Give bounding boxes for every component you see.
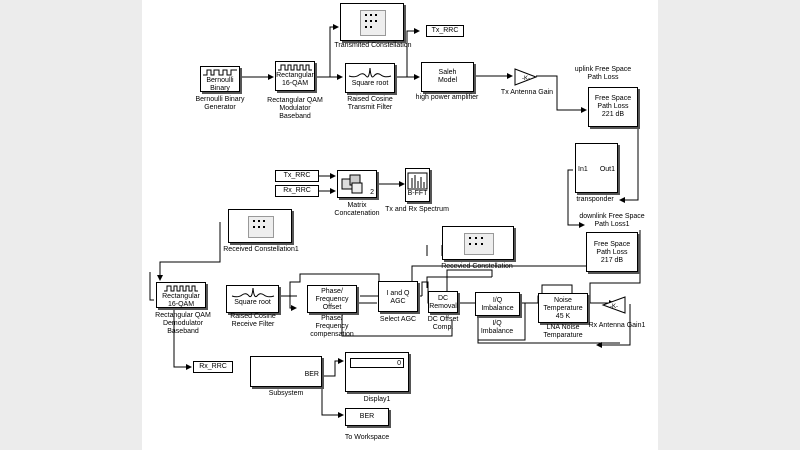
goto-tag-rx-rrc[interactable]: Rx_RRC — [193, 361, 233, 373]
spectrum-caption: Tx and Rx Spectrum — [385, 206, 449, 213]
to-workspace-block[interactable]: BER — [345, 408, 389, 426]
rx-gain-caption: Rx Antenna Gain1 — [588, 322, 646, 329]
to-workspace-caption: To Workspace — [344, 434, 390, 441]
qam-demod-caption: Rectangular QAM Demodulator Baseband — [155, 312, 211, 335]
rx-filter-label: Square root — [234, 299, 271, 306]
display-caption: Display1 — [363, 396, 391, 403]
phase-offset-caption: Phase/ Frequency compensation — [310, 315, 354, 338]
transponder-block[interactable]: In1 Out1 — [575, 143, 618, 193]
from-tag-tx-rrc[interactable]: Tx_RRC — [275, 170, 319, 182]
qam-modulator-block[interactable]: Rectangular 16-QAM — [275, 61, 315, 91]
sinc-pulse-icon — [348, 67, 392, 78]
iq-imbalance-caption: I/Q Imbalance — [480, 320, 514, 335]
goto-tag-tx-rrc[interactable]: Tx_RRC — [426, 25, 464, 37]
uplink-fspl-block[interactable]: Free Space Path Loss 221 dB — [588, 87, 638, 127]
spectrum-bars-icon — [407, 172, 428, 190]
subsystem-ber-port: BER — [304, 371, 319, 378]
agc-caption: Select AGC — [379, 316, 417, 323]
transponder-out-port: Out1 — [599, 166, 615, 173]
bernoulli-waveform-icon — [203, 69, 237, 76]
rx-gain-label: -K- — [610, 304, 618, 310]
qam-mod-label: Rectangular 16-QAM — [276, 72, 314, 87]
saleh-model-block[interactable]: Saleh Model — [421, 62, 474, 92]
rx-scope1-caption: Received Constellation1 — [223, 246, 299, 253]
constellation-icon — [247, 215, 275, 239]
noise-temp-caption: LNA Noise Temparature — [543, 324, 583, 339]
qam-mod-caption: Rectangular QAM Modulator Baseband — [267, 97, 323, 120]
bernoulli-label: Bernoulli Binary — [206, 77, 234, 92]
rx-constellation1-scope[interactable] — [228, 209, 292, 243]
tx-gain-label: -K- — [522, 76, 530, 82]
phase-offset-block[interactable]: Phase/ Frequency Offset — [307, 285, 357, 313]
rx-gain-block[interactable]: -K- — [600, 296, 626, 314]
iq-imbalance-block[interactable]: I/Q Imbalance — [475, 292, 520, 316]
uplink-caption: uplink Free Space Path Loss — [574, 66, 632, 81]
dc-removal-block[interactable]: DC Removal — [428, 291, 458, 313]
noise-temperature-block[interactable]: Noise Temperature 45 K — [538, 293, 588, 323]
transponder-caption: transponder — [576, 196, 614, 203]
rx-filter-block[interactable]: Square root — [226, 285, 279, 313]
simulink-canvas: Bernoulli Binary Bernoulli Binary Genera… — [142, 0, 658, 450]
tx-filter-label: Square root — [351, 80, 389, 87]
qam-waveform-icon — [164, 285, 198, 292]
tx-constellation-scope[interactable] — [340, 3, 404, 41]
qam-waveform-icon — [278, 64, 312, 71]
matrix-caption: Matrix Concatenation — [334, 202, 380, 217]
display-value: 0 — [350, 358, 404, 368]
subsystem-block[interactable]: BER — [250, 356, 322, 387]
saleh-caption: high power amplifier — [415, 94, 479, 101]
qam-demod-label: Rectangular 16-QAM — [162, 293, 200, 308]
rx-constellation-scope[interactable] — [442, 226, 514, 260]
tx-scope-caption: Transmited Constellation — [334, 42, 412, 49]
bernoulli-caption: Bernoulli Binary Generator — [195, 96, 245, 111]
agc-block[interactable]: I and Q AGC — [378, 281, 418, 312]
rx-scope-caption: Recevied Constellation — [441, 263, 513, 270]
display-block[interactable]: 0 — [345, 352, 409, 392]
constellation-icon — [359, 10, 387, 36]
transponder-in-port: In1 — [578, 166, 588, 173]
rx-filter-caption: Raised Cosine Receive Filter — [230, 313, 276, 328]
tx-filter-block[interactable]: Square root — [345, 63, 395, 93]
matrix-concatenation-block[interactable]: 2 — [337, 170, 377, 198]
tx-filter-caption: Raised Cosine Transmit Filter — [347, 96, 393, 111]
spectrum-label: B-FFT — [407, 190, 428, 197]
tx-gain-caption: Tx Antenna Gain — [500, 89, 554, 96]
spectrum-scope-block[interactable]: B-FFT — [405, 168, 430, 202]
qam-demodulator-block[interactable]: Rectangular 16-QAM — [156, 282, 206, 308]
bernoulli-generator-block[interactable]: Bernoulli Binary — [200, 66, 240, 92]
subsystem-caption: Subsystem — [268, 390, 304, 397]
dc-removal-caption: DC Offset Comp. — [427, 316, 459, 331]
from-tag-rx-rrc[interactable]: Rx_RRC — [275, 185, 319, 197]
tx-gain-block[interactable]: -K- — [514, 68, 538, 86]
downlink-fspl-block[interactable]: Free Space Path Loss 217 dB — [586, 232, 638, 272]
matrix-port-2: 2 — [370, 189, 374, 196]
matrix-cubes-icon — [341, 174, 363, 194]
constellation-icon — [464, 232, 494, 256]
sinc-pulse-icon — [231, 287, 274, 298]
downlink-caption: downlink Free Space Path Loss1 — [579, 213, 645, 228]
